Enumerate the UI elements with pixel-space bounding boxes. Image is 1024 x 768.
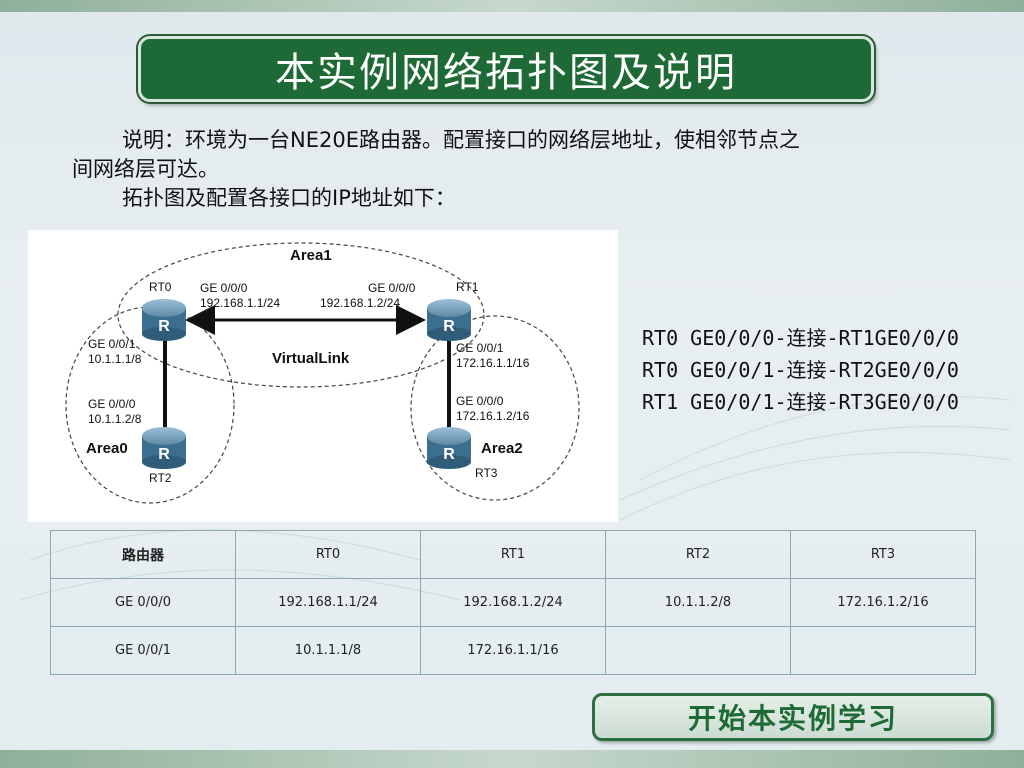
table-header-cell: RT0 [235, 530, 421, 579]
connection-item: RT0 GE0/0/1-连接-RT2GE0/0/0 [642, 358, 959, 382]
table-cell: 172.16.1.1/16 [420, 626, 606, 675]
connection-item: RT0 GE0/0/0-连接-RT1GE0/0/0 [642, 326, 959, 350]
table-cell: 10.1.1.2/8 [605, 578, 791, 627]
rt0-ge000-ip: 192.168.1.1/24 [200, 296, 280, 310]
router-rt1-icon: R [427, 299, 471, 341]
router-rt2-glyph: R [158, 446, 170, 463]
table-header-cell: RT2 [605, 530, 791, 579]
virtual-link-label: VirtualLink [272, 350, 350, 367]
table-header-cell: RT1 [420, 530, 606, 579]
table-header-row: 路由器 RT0 RT1 RT2 RT3 [50, 530, 976, 579]
rt2-ge000-label: GE 0/0/0 [88, 397, 136, 411]
description-line-3: 拓扑图及配置各接口的IP地址如下： [122, 186, 456, 210]
table-cell: GE 0/0/1 [50, 626, 236, 675]
router-rt3-icon: R [427, 427, 471, 469]
rt2-ge000-ip: 10.1.1.2/8 [88, 412, 142, 426]
area1-label: Area1 [290, 247, 332, 264]
area2-boundary [410, 315, 580, 501]
router-rt0-icon: R [142, 299, 186, 341]
table-cell [790, 626, 976, 675]
table-cell: 192.168.1.2/24 [420, 578, 606, 627]
table-cell: 192.168.1.1/24 [235, 578, 421, 627]
rt0-ge001-ip: 10.1.1.1/8 [88, 352, 142, 366]
area0-label: Area0 [86, 440, 128, 457]
start-learning-button[interactable]: 开始本实例学习 [592, 693, 994, 741]
rt0-ge000-label: GE 0/0/0 [200, 281, 248, 295]
table-cell: GE 0/0/0 [50, 578, 236, 627]
router-rt0-glyph: R [158, 318, 170, 335]
ip-address-table: 路由器 RT0 RT1 RT2 RT3 GE 0/0/0 192.168.1.1… [50, 530, 976, 675]
area2-label: Area2 [481, 440, 523, 457]
table-row: GE 0/0/1 10.1.1.1/8 172.16.1.1/16 [50, 626, 976, 675]
table-row: GE 0/0/0 192.168.1.1/24 192.168.1.2/24 1… [50, 578, 976, 627]
page-title: 本实例网络拓扑图及说明 [138, 36, 874, 102]
rt2-name: RT2 [149, 471, 172, 485]
connection-list: RT0 GE0/0/0-连接-RT1GE0/0/0 RT0 GE0/0/1-连接… [642, 322, 959, 418]
table-cell: 172.16.1.2/16 [790, 578, 976, 627]
rt1-ge000-label: GE 0/0/0 [368, 281, 416, 295]
router-rt3-glyph: R [443, 446, 455, 463]
rt0-ge001-label: GE 0/0/1 [88, 337, 136, 351]
bottom-decor-bar [0, 750, 1024, 768]
table-header-cell: 路由器 [50, 530, 236, 579]
router-rt1-glyph: R [443, 318, 455, 335]
top-decor-bar [0, 0, 1024, 12]
rt3-ge000-ip: 172.16.1.2/16 [456, 409, 530, 423]
router-rt2-icon: R [142, 427, 186, 469]
table-cell [605, 626, 791, 675]
table-header-cell: RT3 [790, 530, 976, 579]
rt1-name: RT1 [456, 280, 479, 294]
table-cell: 10.1.1.1/8 [235, 626, 421, 675]
rt0-name: RT0 [149, 280, 172, 294]
rt3-ge000-label: GE 0/0/0 [456, 394, 504, 408]
rt3-name: RT3 [475, 466, 498, 480]
rt1-ge001-label: GE 0/0/1 [456, 341, 504, 355]
description-line-1: 说明：环境为一台NE20E路由器。配置接口的网络层地址，使相邻节点之 [122, 128, 800, 152]
description: 说明：环境为一台NE20E路由器。配置接口的网络层地址，使相邻节点之 间网络层可… [72, 126, 952, 213]
area1-boundary [117, 242, 485, 388]
connection-item: RT1 GE0/0/1-连接-RT3GE0/0/0 [642, 390, 959, 414]
rt1-ge001-ip: 172.16.1.1/16 [456, 356, 530, 370]
rt1-ge000-ip: 192.168.1.2/24 [320, 296, 400, 310]
network-topology-diagram: R R R R Area1 Area0 Area2 VirtualLink RT… [28, 230, 618, 522]
description-line-2: 间网络层可达。 [72, 157, 219, 181]
